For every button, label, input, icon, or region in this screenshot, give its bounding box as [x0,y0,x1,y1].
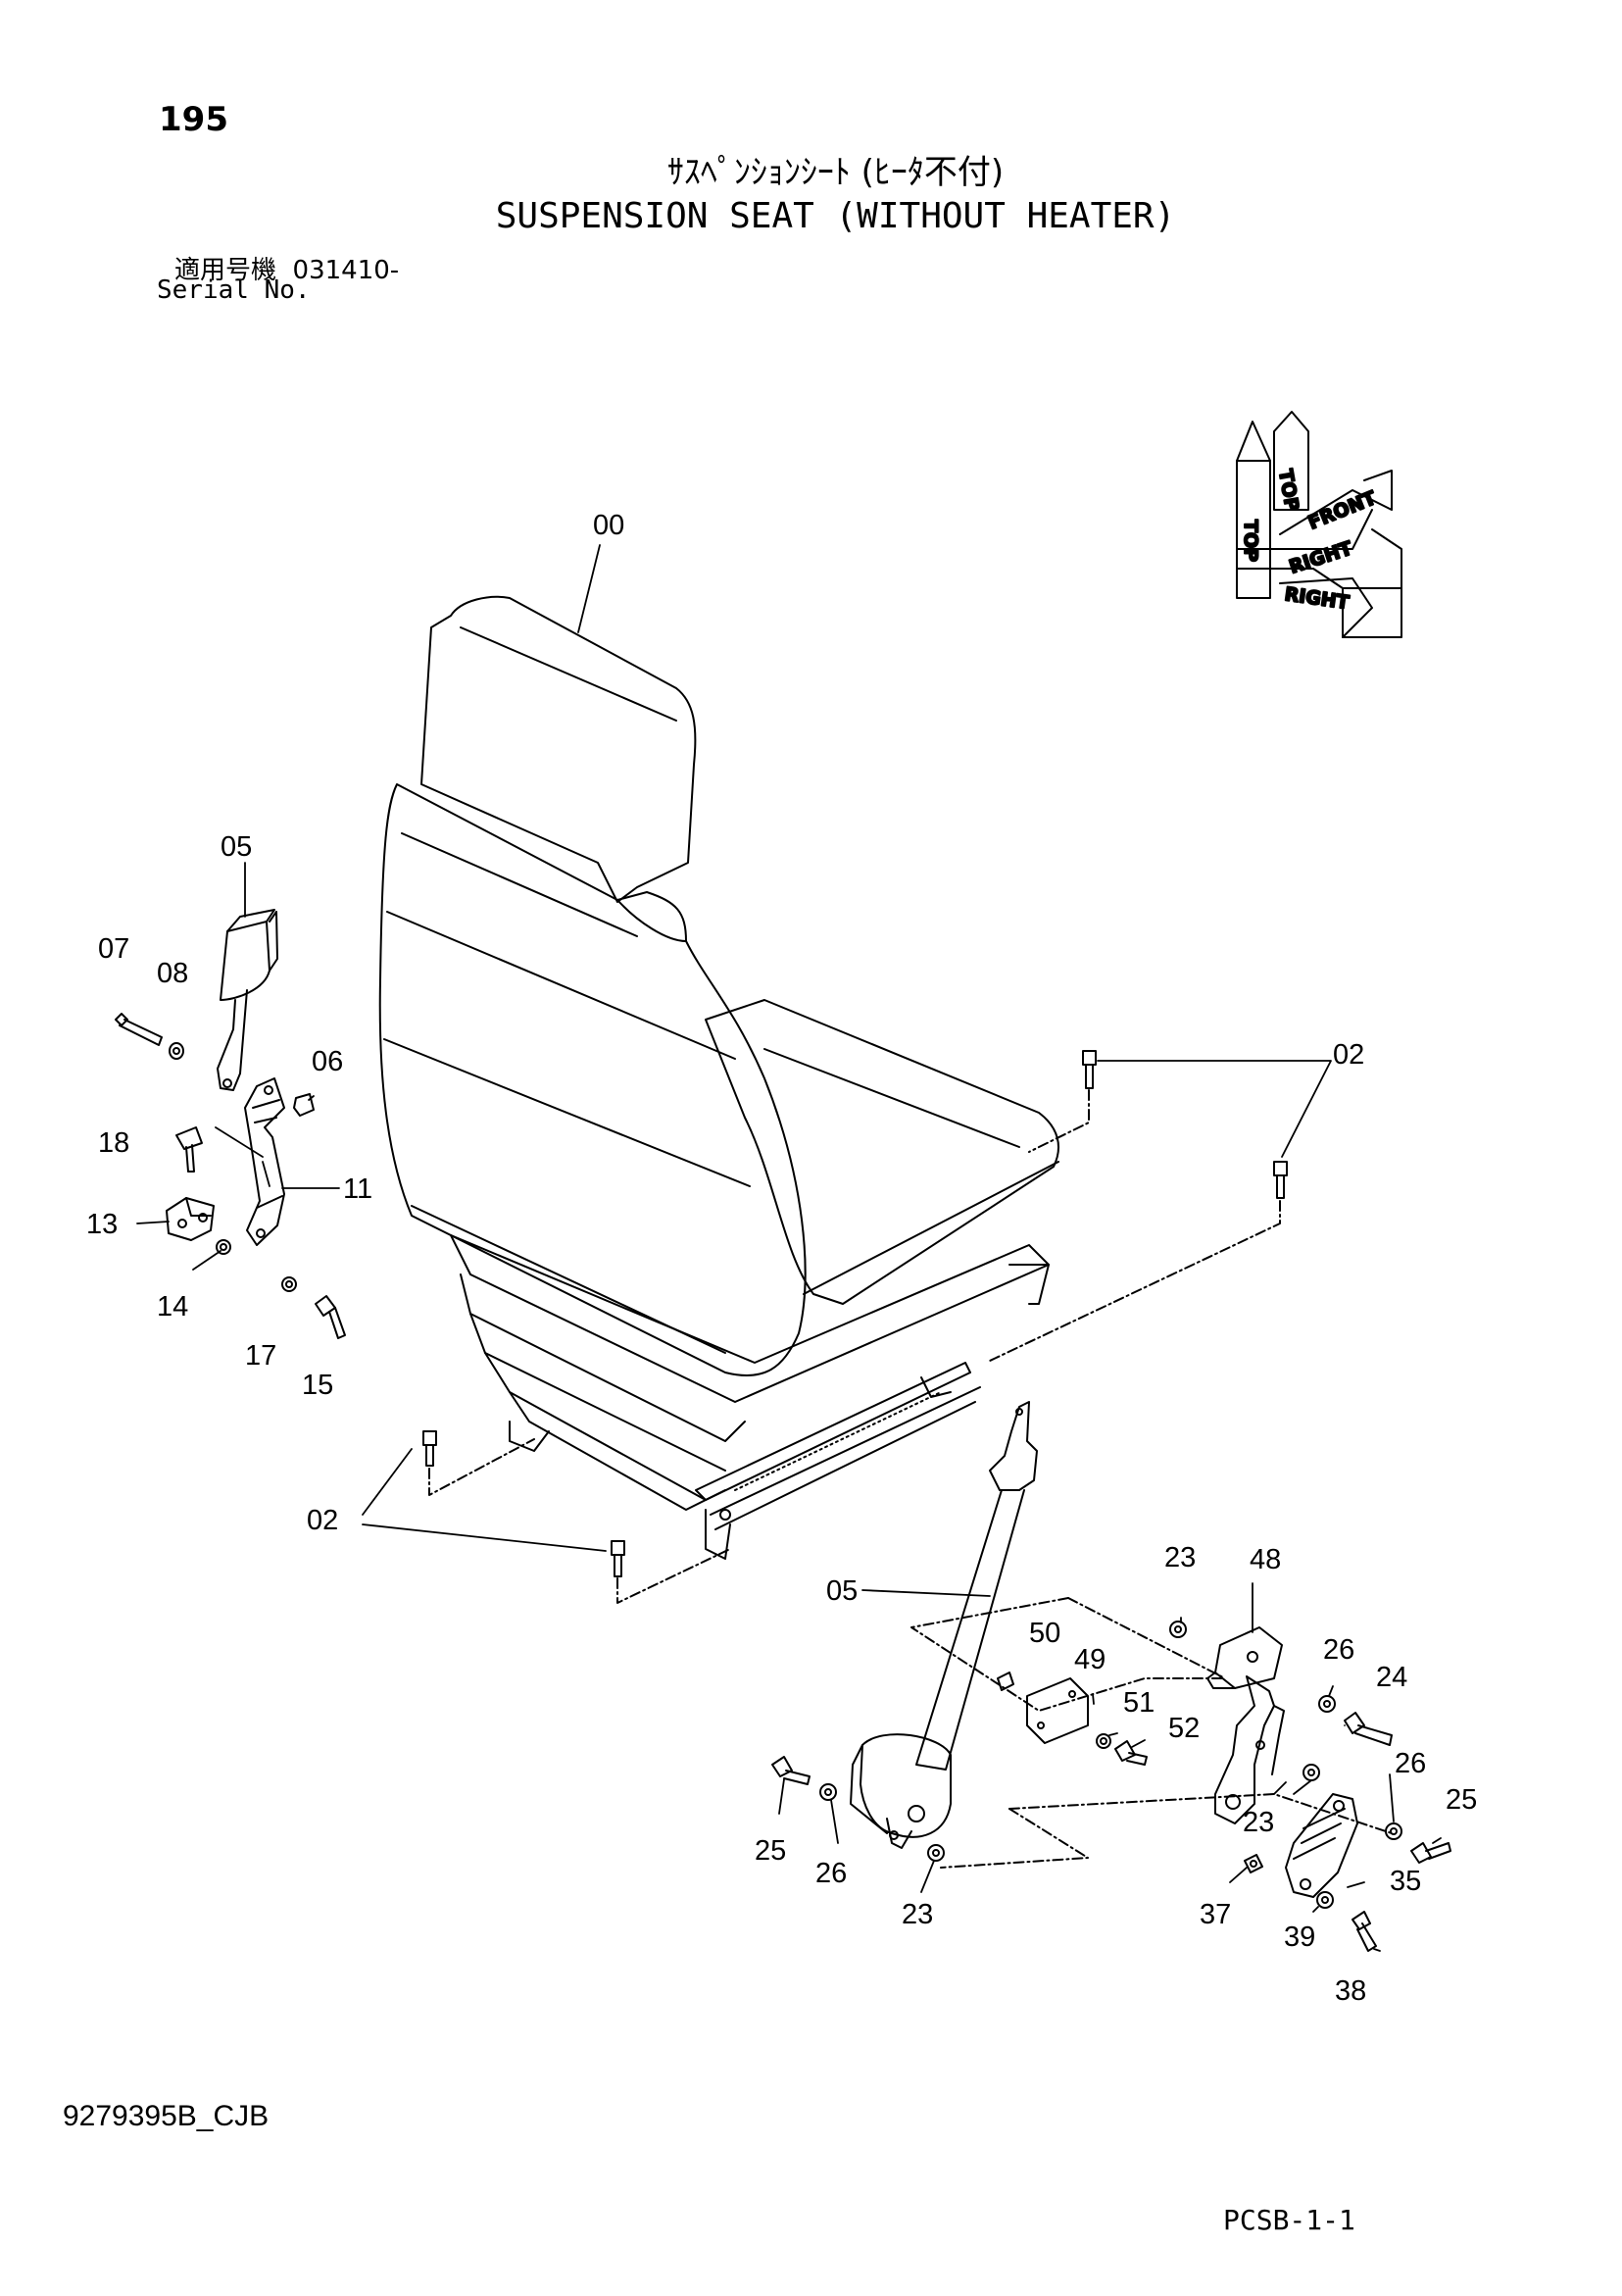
callout-23-top: 23 [1164,1542,1196,1573]
callout-26-lower-right: 26 [1395,1748,1426,1779]
direction-top-label-a: TOP [1240,520,1261,562]
callout-14: 14 [157,1291,188,1323]
callout-35: 35 [1390,1866,1421,1897]
callout-48: 48 [1250,1544,1281,1575]
callout-23-mid: 23 [1243,1807,1274,1838]
callout-05-buckle: 05 [221,831,252,863]
callout-15: 15 [302,1370,333,1401]
direction-front-label: FRONT [1305,487,1380,534]
callout-26-upper: 26 [1323,1634,1354,1666]
callout-labels: 00 05 07 08 06 18 11 13 14 17 15 02 02 0… [86,510,1477,2007]
callout-49: 49 [1074,1644,1106,1675]
callout-51: 51 [1123,1687,1155,1719]
callout-26-left: 26 [815,1858,847,1889]
seat-bolts [422,1050,1288,1604]
callout-17: 17 [245,1340,276,1372]
serial-number-value: 031410- [292,256,400,285]
callout-02-left: 02 [307,1505,338,1536]
direction-right-label-a: RIGHT [1287,537,1355,577]
callout-25-left: 25 [755,1835,786,1867]
document-code: 9279395B_CJB [63,2100,270,2132]
callout-07: 07 [98,933,129,965]
serial-label-japanese: 適用号機 [174,256,277,285]
callout-39: 39 [1284,1922,1315,1953]
seat-assembly [378,595,1059,1560]
page-title-japanese: ｻｽﾍﾟﾝｼｮﾝｼｰﾄ (ﾋｰﾀ不付) [666,153,1005,192]
callout-52: 52 [1168,1713,1200,1744]
callout-13: 13 [86,1209,118,1240]
callout-25-right: 25 [1446,1784,1477,1816]
page-code: PCSB-1-1 [1223,2204,1355,2236]
seat-belt-right [771,1401,1451,1952]
callout-38: 38 [1335,1975,1366,2007]
callout-02-right: 02 [1333,1039,1364,1071]
callout-37: 37 [1200,1899,1231,1930]
callout-08: 08 [157,958,188,989]
serial-label: Serial No. [157,275,311,305]
callout-24: 24 [1376,1662,1407,1693]
leader-lines [136,544,1442,1952]
direction-right-label-b: RIGHT [1283,583,1351,614]
callout-00: 00 [593,510,624,541]
callout-06: 06 [312,1046,343,1077]
direction-top-label-b: TOP [1274,468,1303,513]
callout-05-retractor: 05 [826,1575,858,1607]
page-title: SUSPENSION SEAT (WITHOUT HEATER) [495,196,1176,236]
orientation-indicator: TOP TOP FRONT RIGHT RIGHT [1236,411,1402,638]
callout-11: 11 [343,1173,372,1205]
seat-belt-left [115,909,346,1339]
serial-number-row: 適用号機 031410- [174,250,399,286]
callout-18: 18 [98,1127,129,1159]
callout-23-bottom: 23 [902,1899,933,1930]
page-number: 195 [159,100,228,139]
callout-50: 50 [1029,1618,1060,1649]
